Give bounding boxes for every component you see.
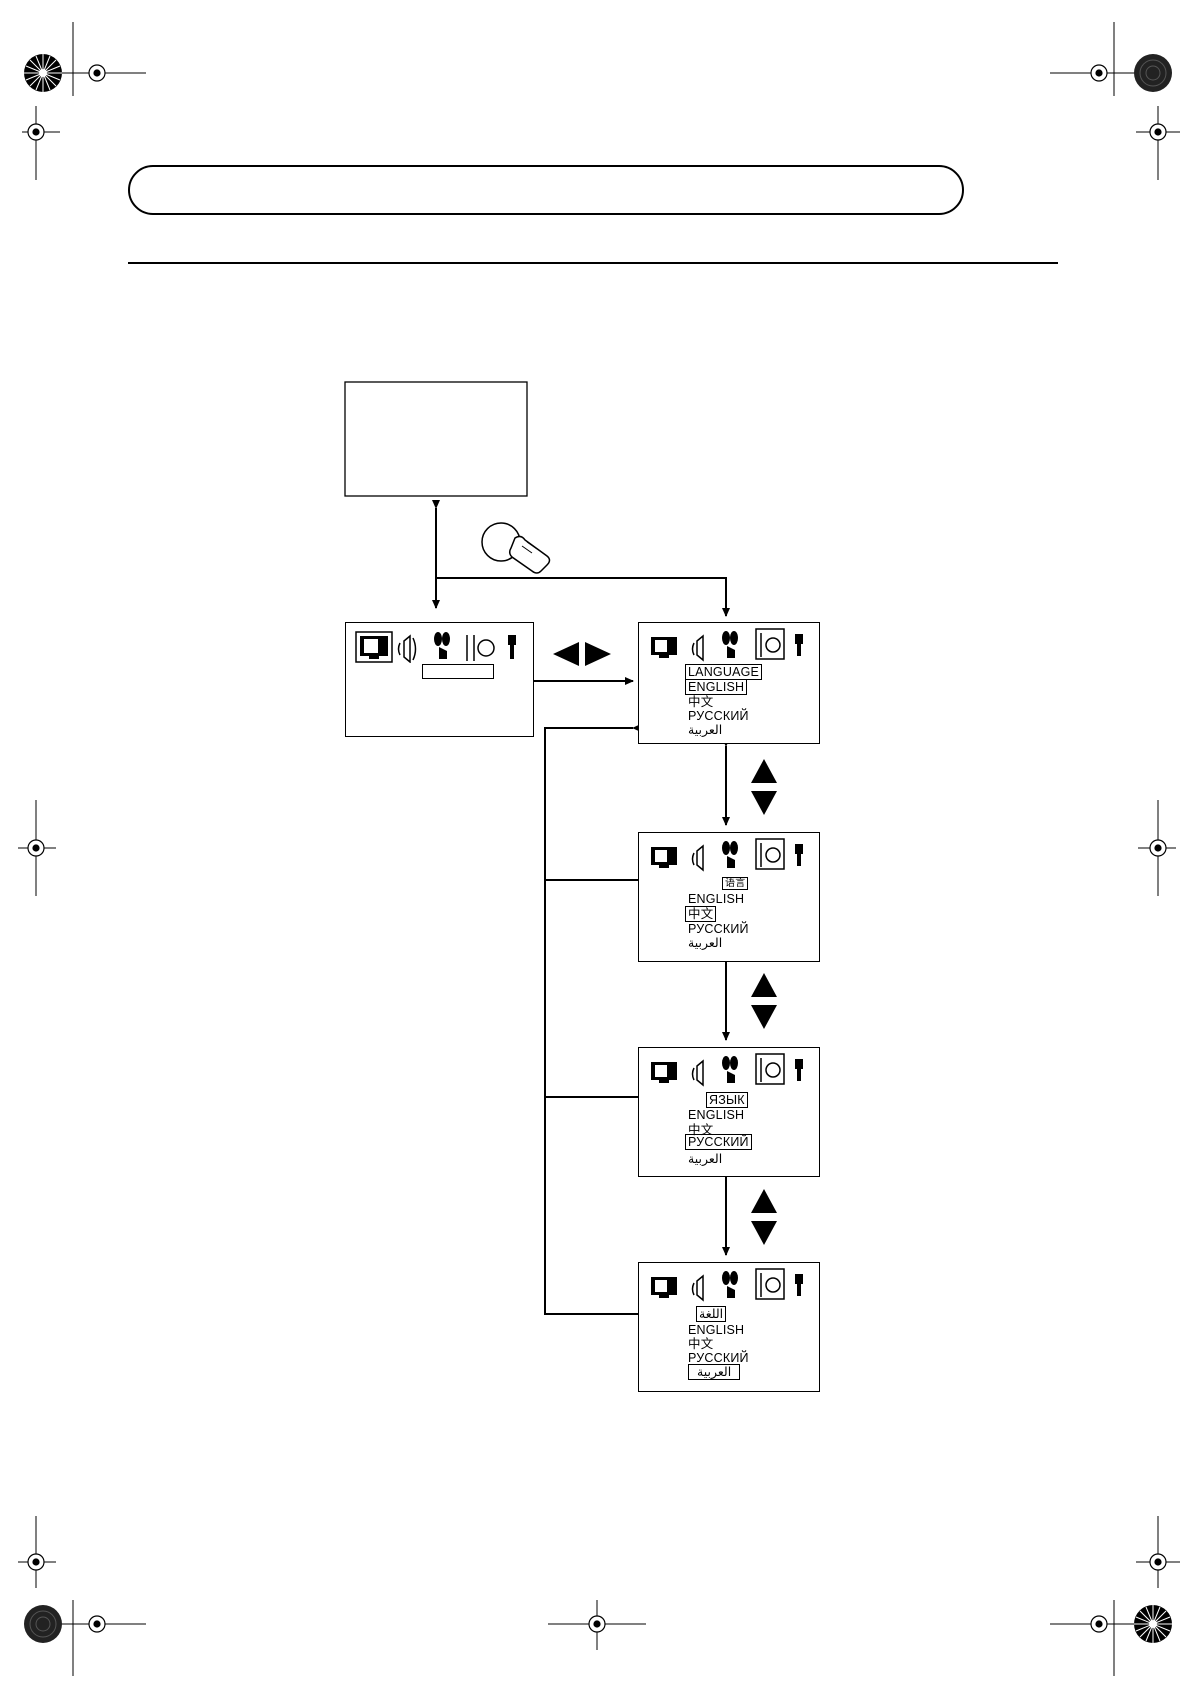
- up-down-arrows-icon: [751, 759, 777, 815]
- setup-icon: [760, 633, 781, 657]
- feature-icon: [434, 632, 450, 659]
- power-icon: [795, 1274, 803, 1296]
- language-screen-arabic: اللغة ENGLISH 中文 РУССКИЙ العربية: [638, 1262, 820, 1392]
- feature-icon: [722, 841, 738, 868]
- corner-disc-bottom-left: [24, 1605, 62, 1643]
- menu-highlight-bar: [422, 664, 494, 679]
- feature-icon: [722, 1271, 738, 1298]
- setup-icon-selected-frame: [755, 628, 785, 660]
- setup-icon: [760, 1058, 781, 1082]
- picture-icon-selected-frame: [355, 631, 393, 663]
- power-icon: [795, 1059, 803, 1081]
- corner-disc-top-left: [24, 54, 62, 92]
- setup-icon: [760, 1273, 781, 1297]
- main-menu-screen: [345, 622, 534, 737]
- language-option-russian[interactable]: РУССКИЙ: [688, 709, 749, 723]
- picture-icon: [360, 636, 388, 659]
- sound-icon: [397, 634, 417, 663]
- power-icon: [795, 634, 803, 656]
- setup-icon-selected-frame: [755, 838, 785, 870]
- setup-icon-selected-frame: [755, 1053, 785, 1085]
- sound-icon: [691, 1274, 704, 1302]
- feature-icon: [722, 631, 738, 658]
- power-icon: [795, 844, 803, 866]
- loop-back-line: [544, 724, 641, 1315]
- corner-disc-bottom-right: [1134, 1605, 1172, 1643]
- menu-title: اللغة: [696, 1306, 727, 1322]
- setup-icon: [760, 843, 781, 867]
- language-option-russian[interactable]: РУССКИЙ: [688, 1351, 749, 1365]
- language-option-english[interactable]: ENGLISH: [685, 679, 748, 695]
- sound-icon: [691, 844, 704, 872]
- language-screen-english: LANGUAGE ENGLISH 中文 РУССКИЙ العربية: [638, 622, 820, 744]
- menu-title: 语言: [722, 877, 749, 890]
- picture-icon: [651, 637, 677, 658]
- language-option-arabic[interactable]: العربية: [688, 1364, 741, 1380]
- language-screen-chinese: 语言 ENGLISH 中文 РУССКИЙ العربية: [638, 832, 820, 962]
- menu-icon-row: [346, 623, 533, 663]
- sound-icon: [691, 634, 704, 662]
- language-option-arabic[interactable]: العربية: [688, 1152, 723, 1166]
- press-button-icon: [481, 522, 551, 574]
- language-option-english[interactable]: ENGLISH: [688, 892, 745, 906]
- language-option-chinese[interactable]: 中文: [688, 1337, 714, 1351]
- corner-disc-top-right: [1134, 54, 1172, 92]
- crop-marks: [18, 22, 1180, 1676]
- menu-title: LANGUAGE: [685, 664, 763, 680]
- tv-screen-box: [344, 381, 528, 497]
- language-option-russian[interactable]: РУССКИЙ: [685, 1134, 752, 1150]
- language-option-english[interactable]: ENGLISH: [688, 1323, 745, 1337]
- language-option-arabic[interactable]: العربية: [688, 936, 723, 950]
- picture-icon: [651, 1277, 677, 1298]
- language-screen-russian: ЯЗЫК ENGLISH 中文 РУССКИЙ العربية: [638, 1047, 820, 1177]
- left-right-arrows-icon: [553, 642, 611, 666]
- setup-icon: [466, 635, 495, 661]
- power-icon: [508, 635, 516, 659]
- language-option-russian[interactable]: РУССКИЙ: [688, 922, 749, 936]
- header-banner: [128, 165, 964, 215]
- setup-icon-selected-frame: [755, 1268, 785, 1300]
- connector-to-language: [436, 577, 730, 617]
- header-rule: [128, 262, 1058, 264]
- language-option-chinese[interactable]: 中文: [685, 906, 717, 922]
- feature-icon: [722, 1056, 738, 1083]
- picture-icon: [651, 1062, 677, 1083]
- picture-icon: [651, 847, 677, 868]
- language-option-english[interactable]: ENGLISH: [688, 1108, 745, 1122]
- up-down-arrows-icon: [751, 973, 777, 1029]
- menu-title: ЯЗЫК: [706, 1092, 748, 1108]
- sound-icon: [691, 1059, 704, 1087]
- registration-targets: [27, 64, 1167, 1633]
- language-option-chinese[interactable]: 中文: [688, 1123, 714, 1137]
- language-option-chinese[interactable]: 中文: [688, 695, 714, 709]
- language-option-arabic[interactable]: العربية: [688, 723, 723, 737]
- up-down-arrows-icon: [751, 1189, 777, 1245]
